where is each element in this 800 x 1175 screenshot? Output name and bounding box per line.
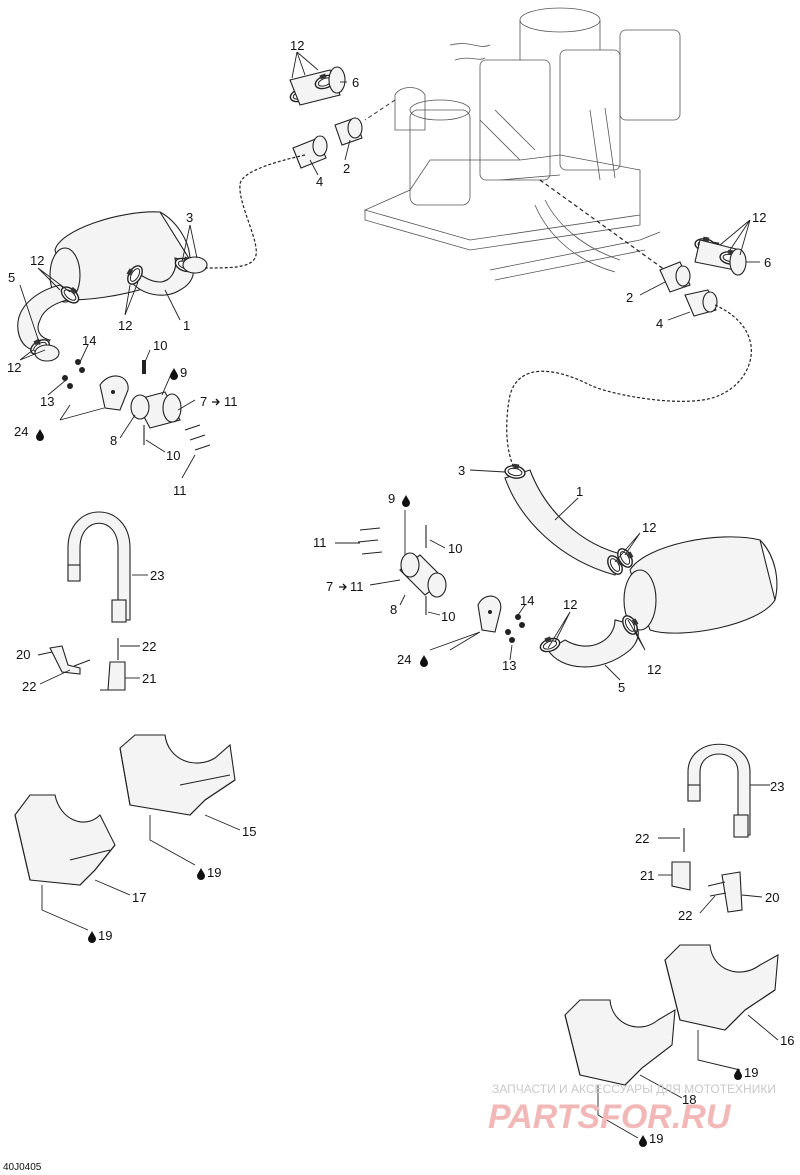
callout: 12 [7, 360, 21, 375]
callout: 12 [118, 318, 132, 333]
bracket-left [62, 359, 129, 411]
callout: 10 [448, 541, 462, 556]
hose-1-right [503, 461, 638, 578]
callout: 8 [390, 602, 397, 617]
block-18 [564, 999, 676, 1086]
callout: 2 [626, 290, 633, 305]
callout: 2 [343, 161, 350, 176]
callout: 20 [16, 647, 30, 662]
callout: 4 [316, 174, 323, 189]
strap-23-left [67, 511, 131, 623]
valve-right [357, 525, 447, 615]
watermark: ЗАПЧАСТИ И АКСЕССУАРЫ ДЛЯ МОТОТЕХНИКИ PA… [488, 1082, 776, 1136]
callout: 11 [313, 535, 327, 550]
callout: 3 [186, 210, 193, 225]
clamp-kit-right [693, 234, 747, 276]
clamp-kit-top [287, 66, 346, 106]
callout: 1 [183, 318, 190, 333]
callout: 19 [98, 928, 112, 943]
fasteners-right [671, 828, 743, 913]
callout: 24 [397, 652, 411, 667]
callout: 19 [207, 865, 221, 880]
callout: 22 [678, 908, 692, 923]
callout: 19 [649, 1131, 663, 1146]
callout: 15 [242, 824, 256, 839]
callout: 17 [132, 890, 146, 905]
sleeve-right [659, 261, 718, 317]
callout: 12 [647, 662, 661, 677]
callout: 13 [40, 394, 54, 409]
callout-labels: 12 6 2 4 3 12 5 12 1 12 14 10 9 13 7 11 … [7, 38, 794, 1146]
callout: 10 [153, 338, 167, 353]
callout: 19 [744, 1065, 758, 1080]
callout: 12 [752, 210, 766, 225]
watermark-tagline: ЗАПЧАСТИ И АКСЕССУАРЫ ДЛЯ МОТОТЕХНИКИ [492, 1082, 776, 1096]
callout: 12 [290, 38, 304, 53]
callout: 9 [388, 491, 395, 506]
callout: 12 [30, 253, 44, 268]
callout: 12 [563, 597, 577, 612]
callout: 23 [770, 779, 784, 794]
callout: 8 [110, 433, 117, 448]
callout: 22 [142, 639, 156, 654]
callout: 21 [640, 868, 654, 883]
callout: 3 [458, 463, 465, 478]
callout: 5 [618, 680, 625, 695]
callout: 13 [502, 658, 516, 673]
watermark-logo: PARTSFOR.RU [488, 1098, 732, 1136]
callout: 7 [200, 394, 207, 409]
callout: 11 [350, 579, 364, 594]
bracket-right [477, 595, 525, 643]
callout: 16 [780, 1033, 794, 1048]
callout: 6 [764, 255, 771, 270]
callout: 11 [224, 394, 238, 409]
callout: 4 [656, 316, 663, 331]
diagram-code: 40J0405 [3, 1162, 42, 1173]
leader-lines [19, 51, 779, 1139]
callout: 14 [82, 333, 96, 348]
callout: 10 [441, 609, 455, 624]
callout: 24 [14, 424, 28, 439]
callout: 6 [352, 75, 359, 90]
sleeve-top [292, 117, 363, 169]
callout: 18 [682, 1092, 696, 1107]
callout: 20 [765, 890, 779, 905]
callout: 11 [173, 483, 187, 498]
callout: 7 [326, 579, 333, 594]
callout: 22 [22, 679, 36, 694]
callout: 5 [8, 270, 15, 285]
block-15 [119, 734, 236, 816]
valve-left [130, 360, 211, 451]
callout: 14 [520, 593, 534, 608]
block-17 [14, 794, 116, 886]
muffler-right [623, 536, 778, 634]
callout: 22 [635, 831, 649, 846]
callout: 12 [642, 520, 656, 535]
callout: 21 [142, 671, 156, 686]
callout: 1 [576, 484, 583, 499]
fasteners-left [49, 638, 126, 691]
strap-23-right [687, 743, 751, 838]
block-16 [664, 944, 779, 1031]
callout: 9 [180, 365, 187, 380]
engine-block [363, 7, 681, 281]
callout: 10 [166, 448, 180, 463]
callout: 23 [150, 568, 164, 583]
hose-5-left [17, 281, 84, 362]
